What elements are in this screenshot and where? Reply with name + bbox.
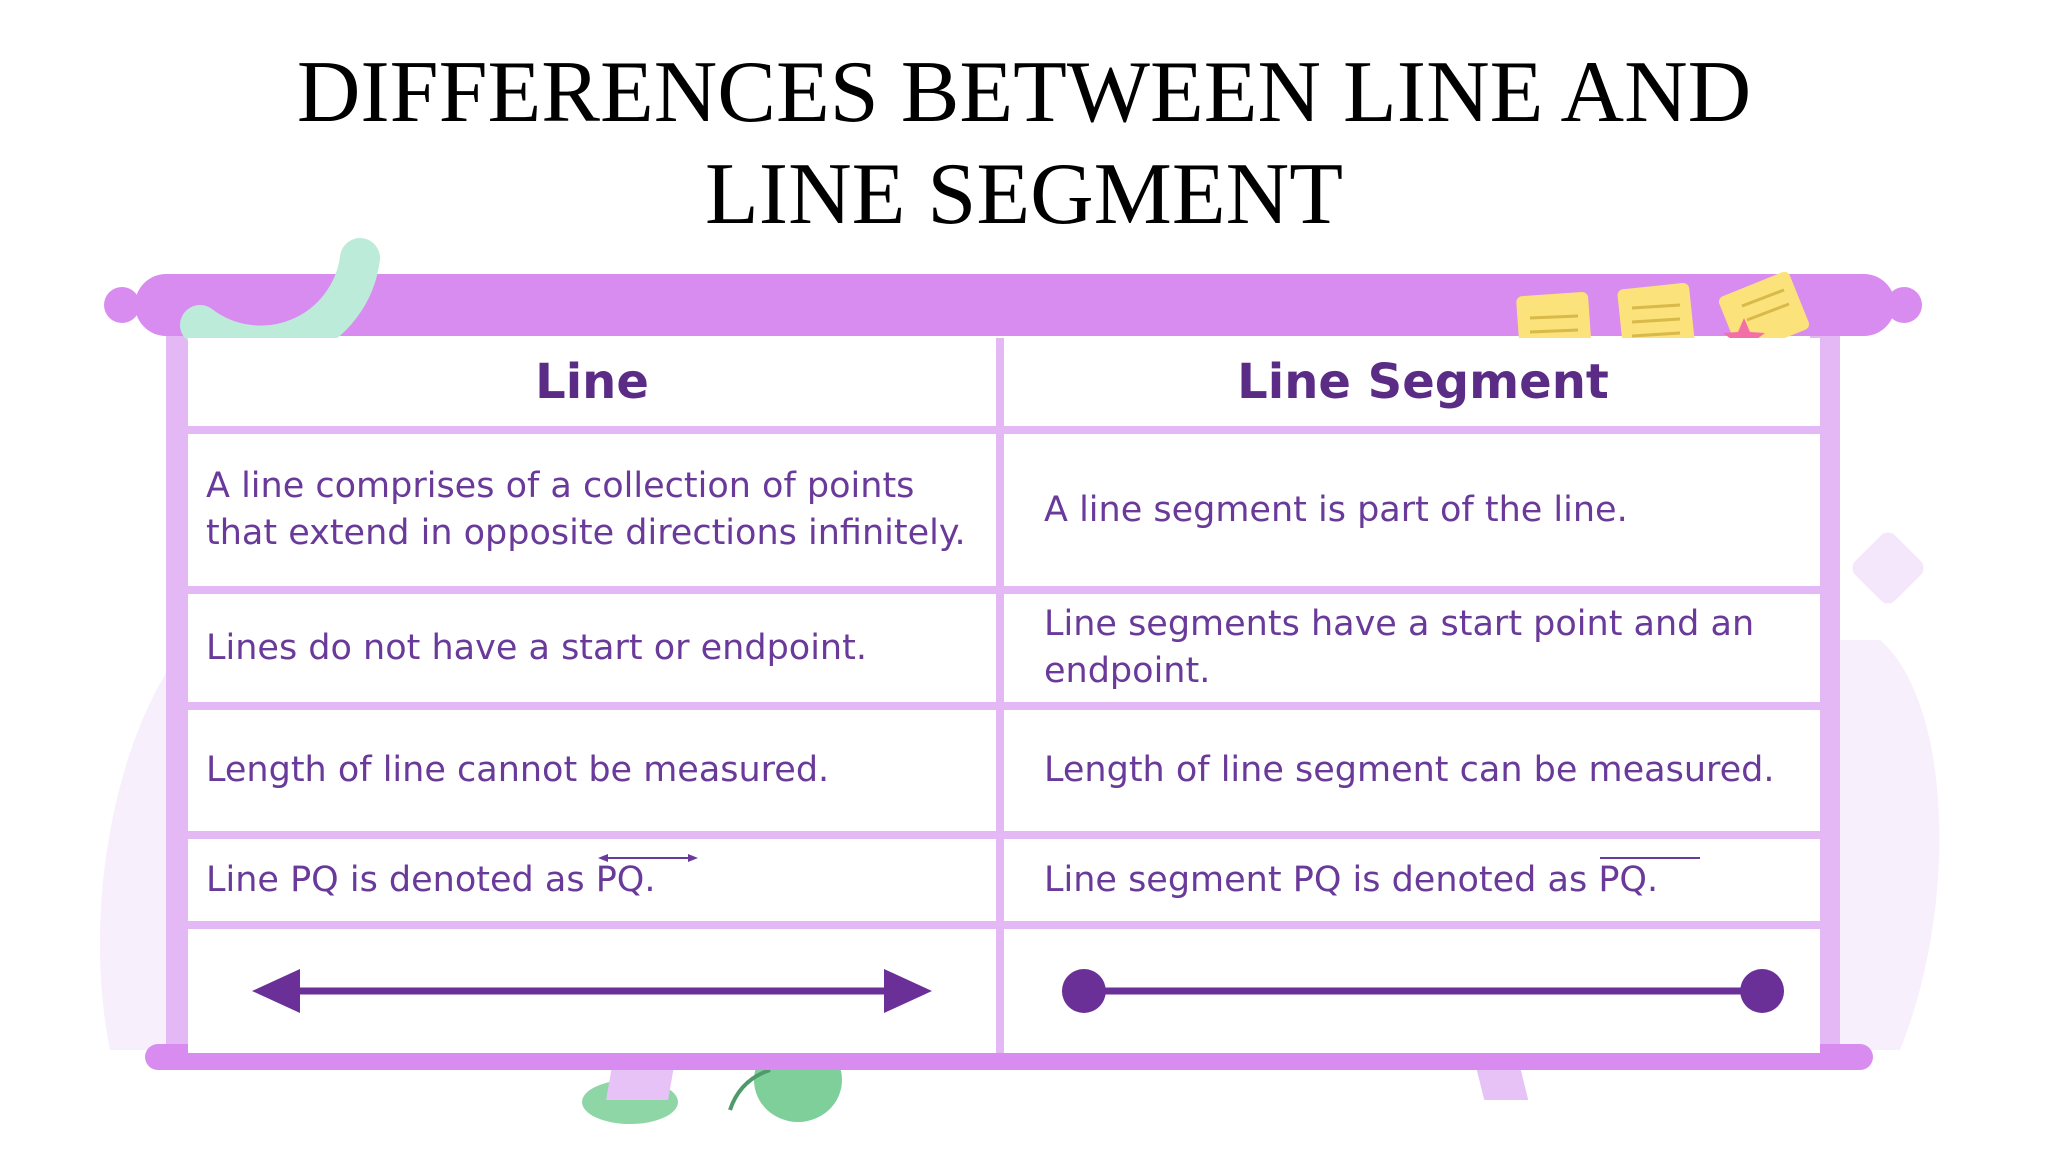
segment-notation-cell: Line segment PQ is denoted as PQ. [1004,839,1820,929]
line-notation-prefix: Line PQ is denoted as [206,859,596,900]
segment-notation-symbol: PQ [1598,856,1701,904]
segment-notation: Line segment PQ is denoted as PQ. [1044,856,1701,904]
page-title-line-1: DIFFERENCES BETWEEN LINE AND [296,44,1752,141]
line-notation-symbol-text: PQ [595,859,645,900]
segment-notation-symbol-text: PQ [1598,859,1647,900]
segment-diagram-cell [1004,929,1820,1053]
page-title-line-2: LINE SEGMENT [705,146,1343,243]
header-line: Line [188,338,1004,434]
segment-length-cell: Length of line segment can be measured. [1004,710,1820,839]
line-diagram-cell [188,929,1004,1053]
line-endpoint-cell: Lines do not have a start or endpoint. [188,594,1004,710]
line-notation: Line PQ is denoted as PQ. [206,853,698,904]
line-notation-symbol: PQ [595,853,698,904]
double-arrow-overline-icon [597,853,698,862]
comparison-table: Line Line Segment A line comprises of a … [188,338,1820,1053]
diamond-decoration [1852,532,1924,604]
leaf-decoration [582,1080,678,1124]
segment-endpoint-cell: Line segments have a start point and an … [1004,594,1820,710]
double-arrow-line-icon [252,969,932,1013]
line-definition-cell: A line comprises of a collection of poin… [188,434,1004,594]
header-line-segment: Line Segment [1004,338,1820,434]
line-length-cell: Length of line cannot be measured. [188,710,1004,839]
segment-notation-suffix: . [1646,859,1659,900]
overline-bar-icon [1600,856,1701,859]
segment-notation-prefix: Line segment PQ is denoted as [1044,859,1599,900]
line-notation-suffix: . [644,859,656,900]
segment-definition-cell: A line segment is part of the line. [1004,434,1820,594]
page-title: DIFFERENCES BETWEEN LINE AND LINE SEGMEN… [0,42,2048,246]
line-notation-cell: Line PQ is denoted as PQ. [188,839,1004,929]
line-segment-endpoints-icon [1061,969,1785,1013]
arc-decoration [180,238,380,366]
